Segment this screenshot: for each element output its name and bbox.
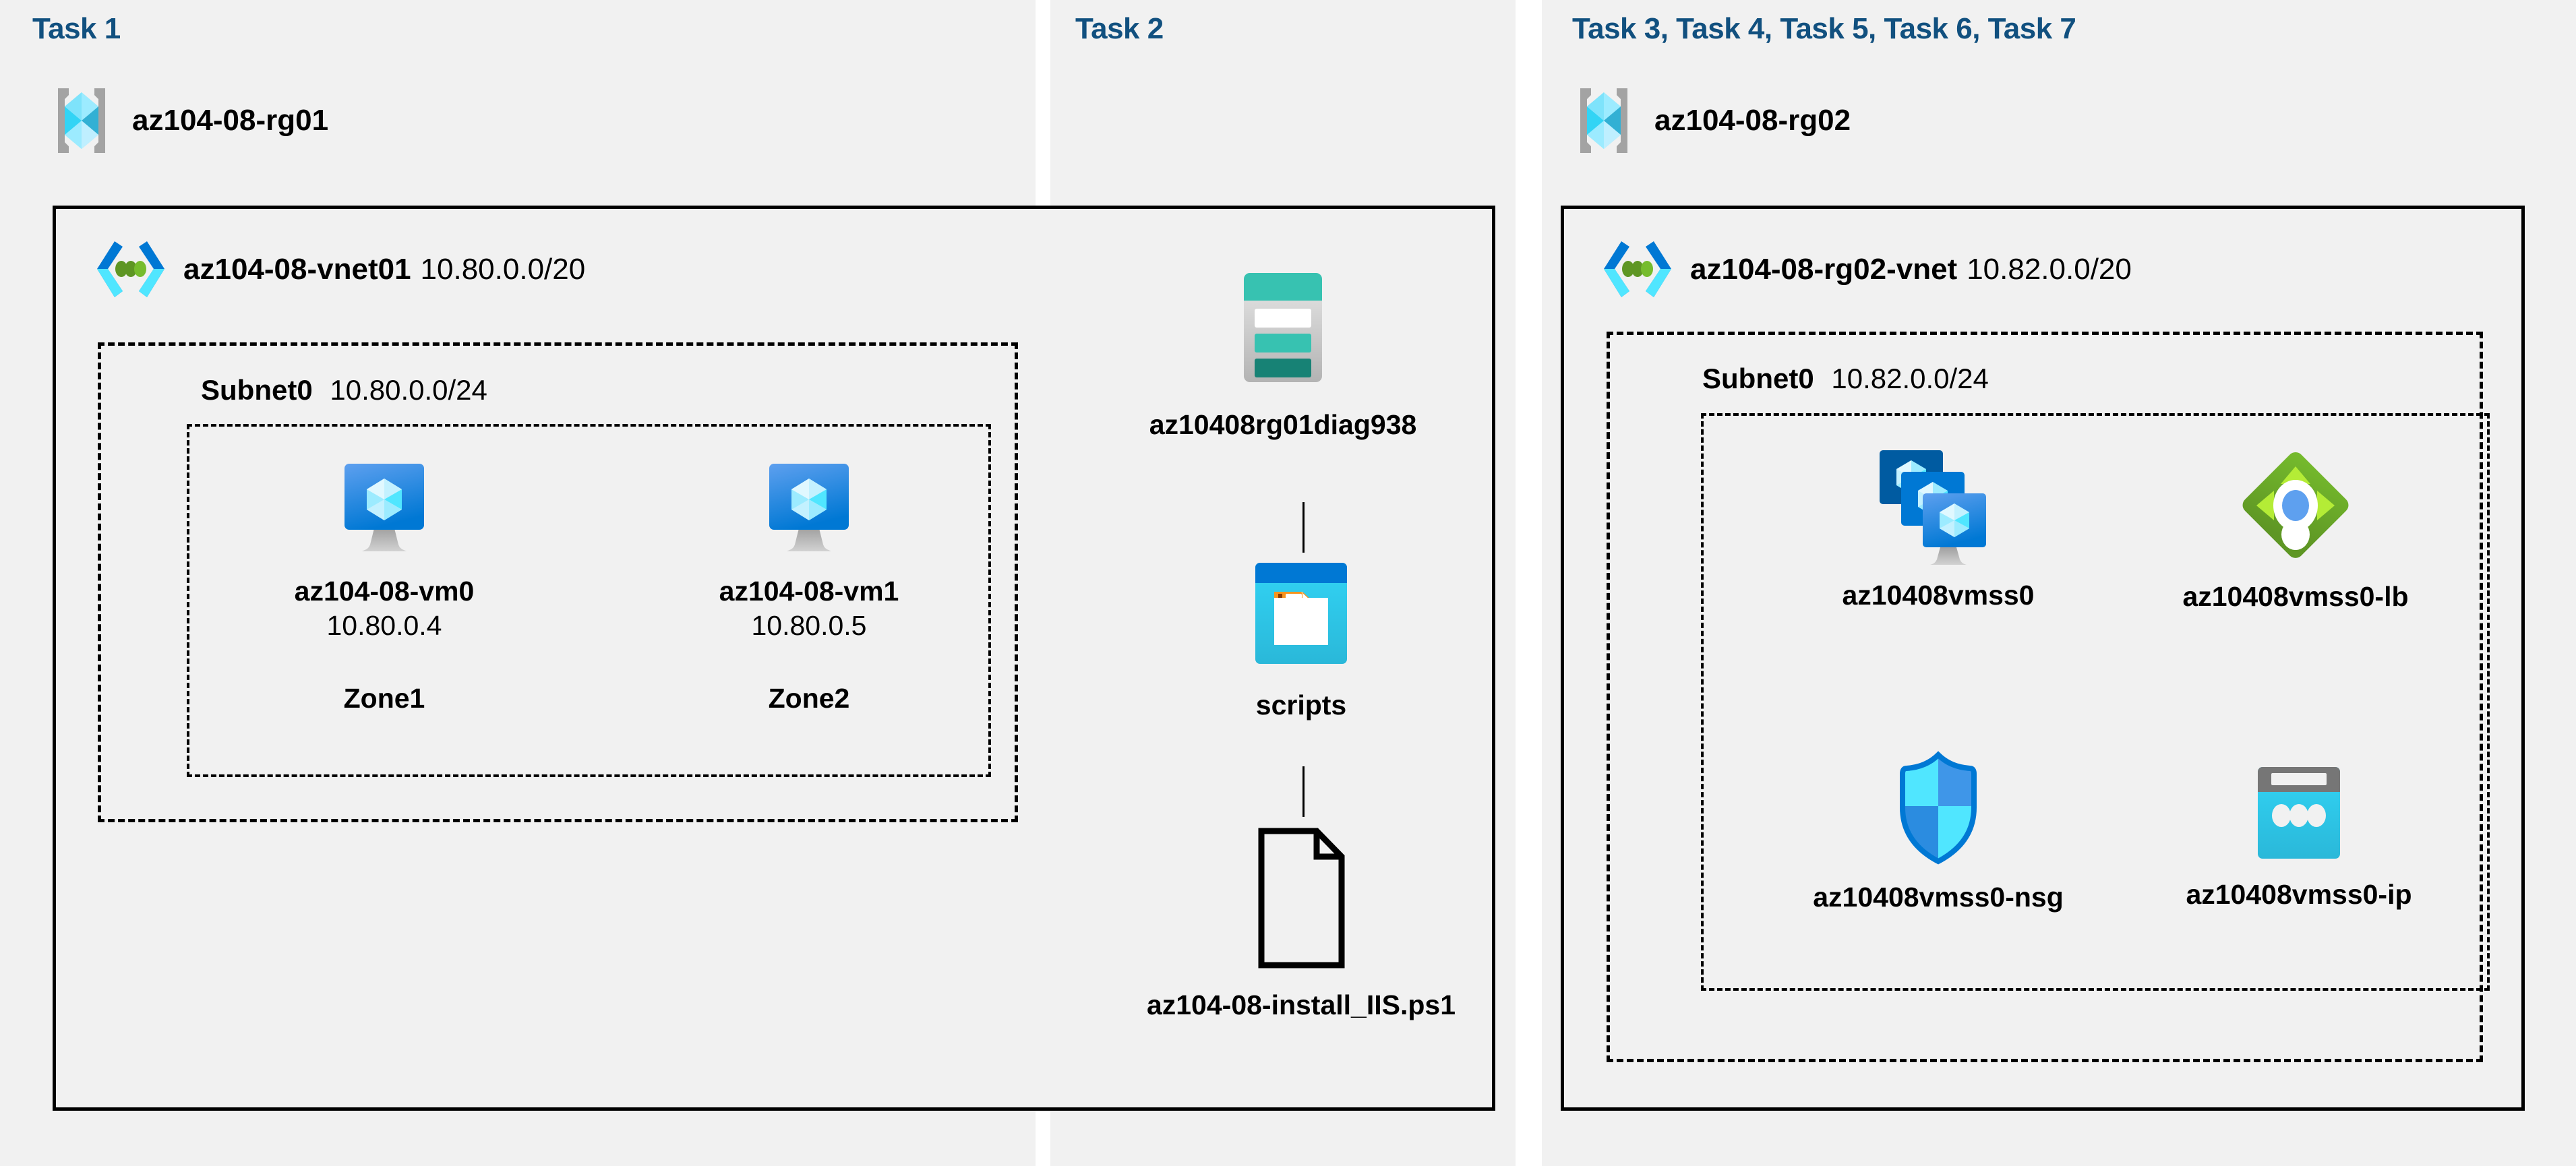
nsg-az10408vmss0-nsg[interactable]: az10408vmss0-nsg (1787, 748, 2090, 914)
vnet-az104-08-vnet01-label: az104-08-vnet01 (183, 252, 411, 286)
task1-heading: Task 1 (32, 12, 121, 45)
subnet0-vnet01-label: Subnet0 10.80.0.0/24 (201, 374, 487, 406)
vm-az104-08-vm0-zone: Zone1 (343, 682, 425, 714)
subnet0-rg02vnet-cidr: 10.82.0.0/24 (1831, 363, 1989, 394)
virtual-network-icon (94, 237, 167, 301)
blob-container-label: scripts (1255, 689, 1347, 720)
vm-az104-08-vm1[interactable]: az104-08-vm1 10.80.0.5 Zone2 (694, 458, 924, 714)
subnet0-vnet01-name: Subnet0 (201, 374, 313, 406)
virtual-network-icon (1601, 237, 1674, 301)
vm-az104-08-vm0-ip: 10.80.0.4 (326, 609, 442, 641)
file-az104-08-install-iis[interactable]: az104-08-install_IIS.ps1 (1133, 826, 1470, 1022)
vm-scale-set-icon (1874, 445, 2002, 566)
vm-az104-08-vm1-ip: 10.80.0.5 (751, 609, 867, 641)
task3-heading: Task 3, Task 4, Task 5, Task 6, Task 7 (1572, 12, 2076, 45)
load-balancer-label: az10408vmss0-lb (2182, 581, 2409, 612)
resource-group-icon (1571, 84, 1637, 157)
resource-group-rg01[interactable]: az104-08-rg01 (49, 84, 328, 157)
virtual-machine-icon (758, 458, 860, 559)
vm-az104-08-vm0-label: az104-08-vm0 (294, 576, 475, 607)
vnet-az104-08-rg02-vnet[interactable]: az104-08-rg02-vnet 10.82.0.0/20 (1601, 237, 2132, 301)
public-ip-az10408vmss0-ip[interactable]: az10408vmss0-ip (2164, 762, 2434, 911)
vm-az104-08-vm1-label: az104-08-vm1 (719, 576, 899, 607)
file-icon (1256, 826, 1347, 971)
task2-heading: Task 2 (1075, 12, 1164, 45)
subnet0-vnet01-cidr: 10.80.0.0/24 (330, 374, 487, 406)
load-balancer-az10408vmss0-lb[interactable]: az10408vmss0-lb (2151, 445, 2440, 613)
vmss-az10408vmss0[interactable]: az10408vmss0 (1807, 445, 2070, 612)
connector-container-to-file (1302, 766, 1305, 817)
network-security-group-icon (1888, 748, 1989, 867)
subnet0-vnet01-box (98, 342, 1018, 822)
vmss-label: az10408vmss0 (1842, 580, 2035, 611)
blob-container-icon (1240, 556, 1362, 672)
vnet-az104-08-rg02-vnet-cidr: 10.82.0.0/20 (1967, 252, 2132, 286)
public-ip-address-icon (2250, 762, 2348, 864)
vnet-az104-08-vnet01-cidr: 10.80.0.0/20 (420, 252, 586, 286)
vm-az104-08-vm0[interactable]: az104-08-vm0 10.80.0.4 Zone1 (270, 458, 499, 714)
public-ip-label: az10408vmss0-ip (2186, 879, 2412, 910)
storage-account-az10408rg01diag938[interactable]: az10408rg01diag938 (1149, 266, 1416, 441)
vm-az104-08-vm1-zone: Zone2 (768, 682, 850, 714)
connector-storage-to-container (1302, 502, 1305, 553)
resource-group-rg02-label: az104-08-rg02 (1654, 104, 1851, 137)
storage-account-icon (1216, 266, 1350, 389)
file-label: az104-08-install_IIS.ps1 (1146, 989, 1456, 1020)
subnet0-rg02vnet-box (1607, 332, 2483, 1062)
vmss-group-box (1701, 413, 2490, 991)
vnet-az104-08-rg02-vnet-box (1561, 206, 2525, 1111)
vnet-az104-08-vnet01[interactable]: az104-08-vnet01 10.80.0.0/20 (94, 237, 585, 301)
vnet-az104-08-rg02-vnet-label: az104-08-rg02-vnet (1690, 252, 1958, 286)
subnet0-rg02vnet-name: Subnet0 (1702, 363, 1814, 394)
subnet0-rg02vnet-label: Subnet0 10.82.0.0/24 (1702, 363, 1989, 395)
nsg-label: az10408vmss0-nsg (1813, 882, 2064, 913)
resource-group-rg01-label: az104-08-rg01 (132, 104, 329, 137)
resource-group-icon (49, 84, 115, 157)
load-balancer-icon (2235, 445, 2356, 566)
resource-group-rg02[interactable]: az104-08-rg02 (1571, 84, 1851, 157)
storage-account-label: az10408rg01diag938 (1149, 409, 1417, 440)
blob-container-scripts[interactable]: scripts (1214, 556, 1389, 722)
virtual-machine-icon (334, 458, 435, 559)
vm-group-box (187, 424, 991, 777)
